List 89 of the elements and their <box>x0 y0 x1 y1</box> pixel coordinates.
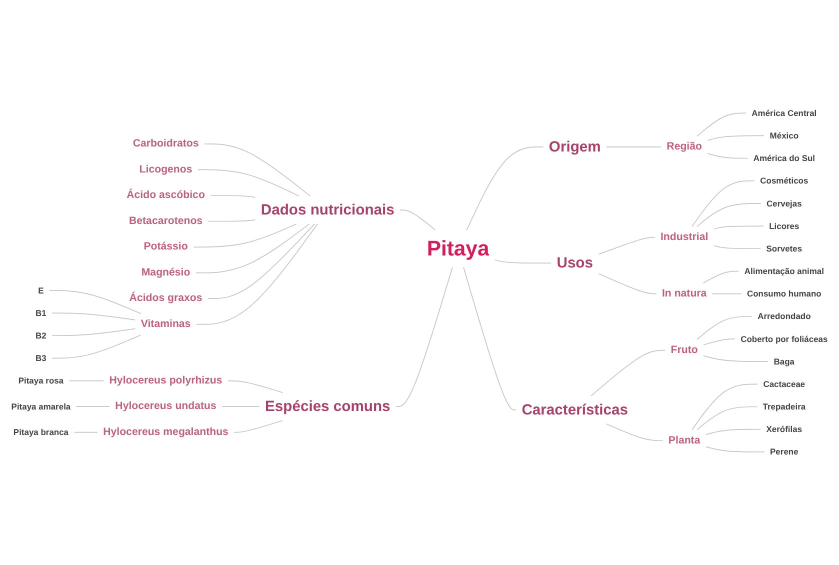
connector <box>707 153 748 159</box>
node-text: México <box>770 130 799 141</box>
connector <box>228 380 284 394</box>
node-text: América do Sul <box>753 153 815 164</box>
connector <box>696 406 758 430</box>
node-text: Xerófilas <box>766 424 802 434</box>
connector <box>193 223 297 248</box>
connector <box>74 432 98 433</box>
node-text: Hylocereus undatus <box>115 400 216 412</box>
node-text: Pitaya amarela <box>11 402 71 412</box>
connector <box>196 223 318 325</box>
node-text: Licores <box>769 221 800 231</box>
connector <box>52 312 136 320</box>
connector <box>590 350 666 396</box>
connector <box>705 428 762 435</box>
node-text: Características <box>522 402 628 418</box>
connector <box>49 290 142 314</box>
node-text: Trepadeira <box>762 402 806 412</box>
node-text: E <box>38 286 44 296</box>
connector <box>696 316 752 340</box>
connector <box>606 146 662 148</box>
node-text: Pitaya branca <box>13 427 69 438</box>
connector <box>197 169 300 196</box>
node-text: Betacarotenos <box>129 214 203 227</box>
node-text: Alimentação animal <box>744 266 824 276</box>
connector <box>705 446 765 452</box>
connector <box>696 203 762 227</box>
connector <box>195 223 310 274</box>
connector <box>606 423 664 442</box>
node-text: Pitaya rosa <box>18 376 64 386</box>
connector <box>713 245 762 250</box>
node-text: Consumo humano <box>746 288 822 299</box>
node-text: Cactaceae <box>763 379 806 390</box>
node-text: Usos <box>556 254 593 272</box>
connector <box>68 380 104 382</box>
node-text: Hylocereus polyrhizus <box>109 374 222 386</box>
connector <box>210 195 256 198</box>
node-text: Arredondado <box>758 311 811 322</box>
connector <box>222 406 260 407</box>
node-text: Fruto <box>670 344 698 356</box>
node-text: B3 <box>36 353 46 364</box>
connector <box>494 259 552 264</box>
node-text: Vitaminas <box>140 318 191 330</box>
connector <box>713 226 764 230</box>
connector <box>703 338 736 346</box>
connector <box>692 180 755 227</box>
connector <box>396 266 453 407</box>
node-text: Magnésio <box>141 266 190 278</box>
node-text: Baga <box>774 356 795 367</box>
node-text: In natura <box>662 287 707 300</box>
connector <box>696 112 746 137</box>
node-text: Perene <box>770 446 798 457</box>
connector <box>208 219 256 222</box>
node-text: Pitaya <box>426 236 490 260</box>
connector <box>234 420 284 433</box>
node-text: Cosméticos <box>760 176 808 186</box>
connector <box>76 406 110 407</box>
connector <box>466 146 544 230</box>
node-text: Hylocereus megalanthus <box>103 426 228 438</box>
node-text: Região <box>666 140 702 152</box>
node-text: Ácidos graxos <box>129 292 202 304</box>
node-text: América Central <box>752 108 817 118</box>
node-text: Ácido ascóbico <box>126 188 205 201</box>
node-text: Licogenos <box>139 163 192 176</box>
node-text: Industrial <box>660 230 708 243</box>
node-text: Dados nutricionais <box>260 202 394 218</box>
node-text: Origem <box>548 138 601 155</box>
node-text: B2 <box>36 330 46 341</box>
node-text: Coberto por foliáceas <box>740 334 828 344</box>
node-text: Sorvetes <box>766 244 802 254</box>
node-text: B1 <box>36 308 46 318</box>
connector <box>52 334 142 359</box>
node-text: Planta <box>668 434 700 446</box>
connector <box>204 144 311 196</box>
node-text: Potássio <box>144 240 188 252</box>
connector <box>703 270 740 284</box>
connector <box>52 328 136 336</box>
node-text: Cervejas <box>766 198 802 208</box>
connector <box>692 384 758 430</box>
node-text: Carboidratos <box>132 137 199 150</box>
connector <box>463 266 516 410</box>
connector <box>703 355 769 362</box>
connector <box>598 236 656 255</box>
connector <box>712 293 742 294</box>
node-text: Espécies comuns <box>265 398 390 415</box>
connector <box>707 135 765 141</box>
connector <box>400 210 436 230</box>
connector <box>598 273 657 294</box>
connector <box>208 223 316 299</box>
